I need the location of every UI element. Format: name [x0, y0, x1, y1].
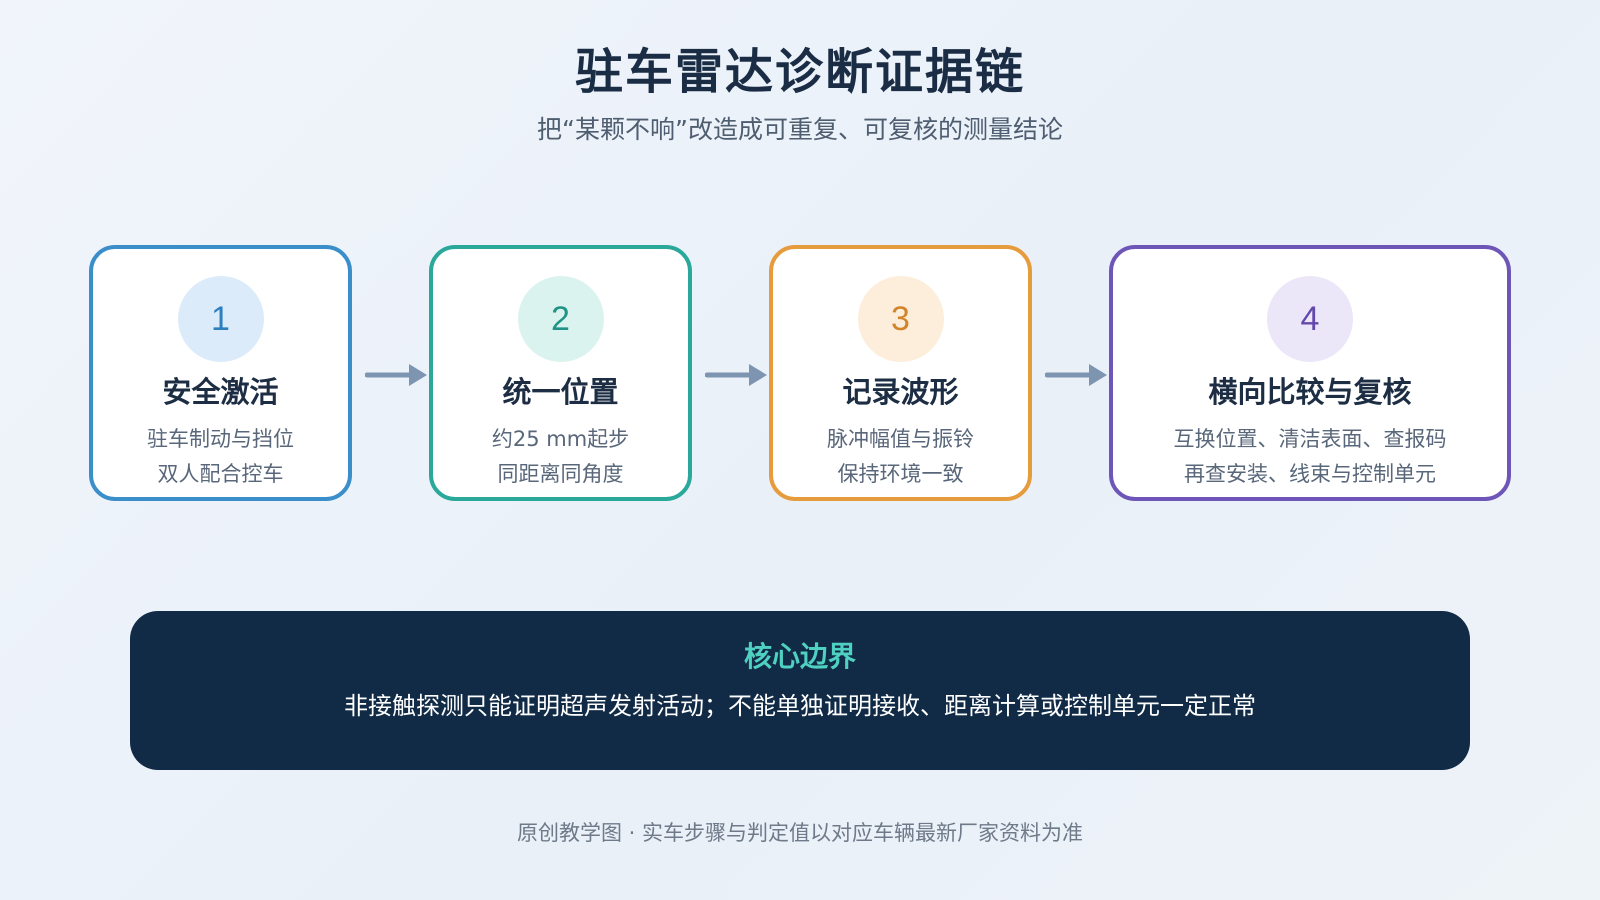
page-title: 驻车雷达诊断证据链: [574, 44, 1025, 100]
step-description-line: 互换位置、清洁表面、查报码: [1173, 426, 1447, 451]
step-description-line: 驻车制动与挡位: [147, 426, 294, 451]
step-number-badge: 4: [1267, 276, 1353, 362]
step-card-4: 4 横向比较与复核 互换位置、清洁表面、查报码 再查安装、线束与控制单元: [1109, 245, 1511, 501]
step-title: 统一位置: [502, 375, 619, 409]
step-description-line: 保持环境一致: [837, 461, 964, 486]
step-title: 记录波形: [842, 375, 959, 409]
step-description-line: 约25 mm起步: [491, 426, 630, 451]
step-description-line: 同距离同角度: [497, 461, 624, 486]
step-number-badge: 3: [857, 276, 944, 362]
core-boundary-label: 核心边界: [743, 640, 856, 673]
step-title: 横向比较与复核: [1208, 375, 1412, 409]
step-description-line: 脉冲幅值与振铃: [827, 426, 974, 451]
core-boundary-text: 非接触探测只能证明超声发射活动；不能单独证明接收、距离计算或控制单元一定正常: [344, 692, 1256, 721]
header: 驻车雷达诊断证据链 把“某颗不响”改造成可重复、可复核的测量结论: [0, 44, 1600, 146]
arrow-right-icon: [705, 364, 767, 386]
footer-note: 原创教学图 · 实车步骤与判定值以对应车辆最新厂家资料为准: [516, 821, 1084, 845]
step-title: 安全激活: [162, 375, 279, 409]
step-description: 约25 mm起步 同距离同角度: [433, 422, 688, 492]
step-description: 脉冲幅值与振铃 保持环境一致: [773, 422, 1028, 492]
arrow-right-icon: [365, 364, 427, 386]
step-card-1: 1 安全激活 驻车制动与挡位 双人配合控车: [89, 245, 352, 501]
step-card-3: 3 记录波形 脉冲幅值与振铃 保持环境一致: [769, 245, 1032, 501]
arrow-right-icon: [1045, 364, 1107, 386]
step-description: 驻车制动与挡位 双人配合控车: [93, 422, 348, 492]
step-description-line: 再查安装、线束与控制单元: [1184, 461, 1436, 486]
step-number-badge: 1: [177, 276, 264, 362]
page-subtitle: 把“某颗不响”改造成可重复、可复核的测量结论: [537, 114, 1063, 144]
step-description: 互换位置、清洁表面、查报码 再查安装、线束与控制单元: [1113, 422, 1507, 492]
core-boundary-panel: 核心边界 非接触探测只能证明超声发射活动；不能单独证明接收、距离计算或控制单元一…: [130, 611, 1470, 770]
step-description-line: 双人配合控车: [157, 461, 284, 486]
step-card-2: 2 统一位置 约25 mm起步 同距离同角度: [429, 245, 692, 501]
step-number-badge: 2: [517, 276, 604, 362]
